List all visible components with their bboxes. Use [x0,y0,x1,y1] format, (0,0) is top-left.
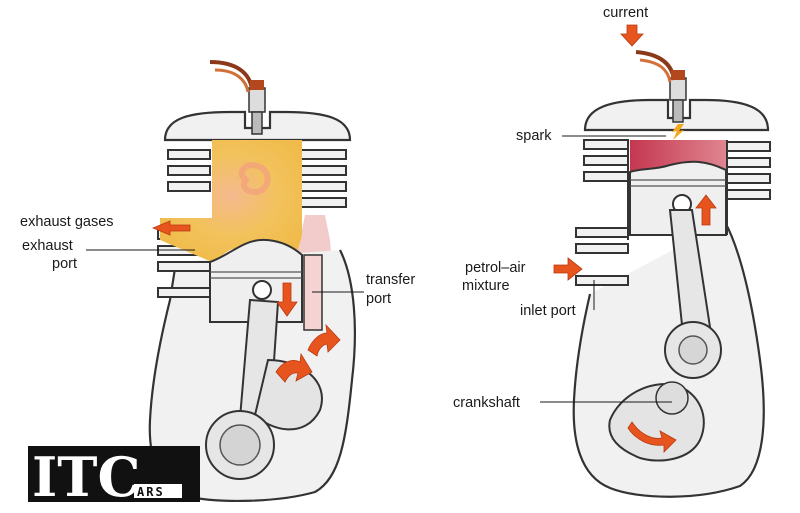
crank-rotation-arrow [627,421,677,453]
right-spark-plug [635,50,687,123]
itcars-logo: ITC ARS [28,445,200,509]
left-labels: exhaust gases exhaust port transfer port [20,214,415,307]
label-spark: spark [516,128,552,144]
label-transfer-port-line2: port [366,291,391,307]
right-fins-right [725,141,771,200]
logo-sub-text: ARS [137,485,165,499]
left-spark-plug [209,60,266,135]
label-transfer-port-line1: transfer [366,272,415,288]
label-exhaust-gases: exhaust gases [20,214,114,230]
label-crankshaft: crankshaft [453,395,520,411]
right-piston-up-arrow [695,194,717,226]
left-cylinder-head [163,110,352,142]
right-combustion-gas [630,140,726,172]
label-current: current [603,5,648,21]
petrol-air-arrow [553,257,583,281]
right-engine [553,24,771,498]
spark-flash [672,124,684,140]
left-piston-down-arrow [276,282,298,317]
label-exhaust-port-line2: port [52,256,77,272]
label-inlet-port: inlet port [520,303,576,319]
right-fins-left [575,139,629,286]
left-transfer-arrow-2 [307,323,341,357]
left-fins-right [297,149,347,208]
current-arrow [620,24,644,47]
label-exhaust-port-line1: exhaust [22,238,73,254]
logo-main-text: ITC [32,445,140,509]
left-engine [148,60,356,503]
left-exhaust-arrow [151,220,191,236]
right-cylinder-head [583,98,770,132]
label-petrol-air-line1: petrol–air [465,260,526,276]
right-labels: current spark petrol–air mixture inlet p… [453,5,672,411]
left-transfer-arrow-1 [275,352,313,383]
label-petrol-air-line2: mixture [462,278,510,294]
